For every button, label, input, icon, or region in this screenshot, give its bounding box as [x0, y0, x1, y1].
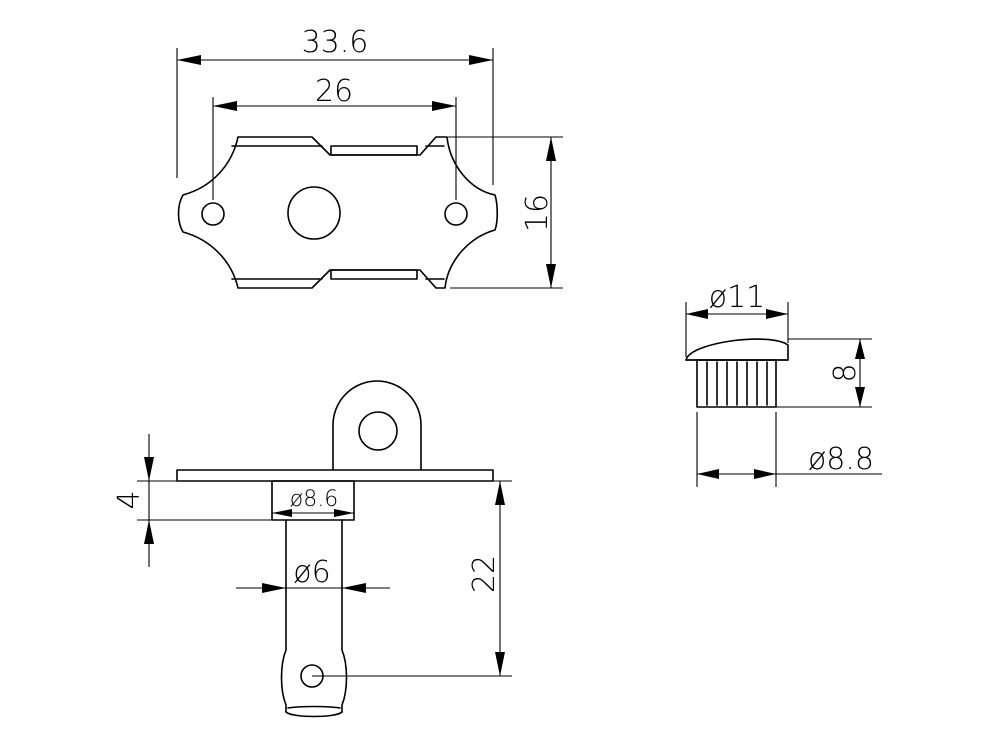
plate-center-hole: [287, 186, 341, 240]
side-view-button: [176, 380, 494, 718]
dim-body-diameter: ø8.8: [808, 442, 874, 477]
shaft-tip: [285, 711, 343, 718]
dim-knob-height: 8: [828, 363, 863, 382]
plate-top-strip: [330, 145, 418, 156]
dim-shaft-length: 22: [467, 555, 502, 593]
collar: [271, 480, 355, 521]
plate-bottom-strip: [330, 269, 418, 280]
knob-head: [685, 338, 789, 361]
dim-flange-thickness: 4: [112, 490, 147, 509]
top-view-plate: [177, 136, 499, 289]
knob-view: [685, 338, 789, 408]
top-view-dimensions: 33.6 26 16: [176, 25, 563, 289]
dim-collar-diameter: ø8.6: [290, 487, 338, 512]
plate-outline: [177, 136, 499, 289]
ear-outline: [332, 380, 422, 471]
knob-dimensions: ø11 8 ø8.8: [685, 280, 882, 487]
plate-right-hole: [444, 202, 468, 226]
knob-body: [696, 359, 777, 408]
dim-head-diameter: ø11: [709, 280, 766, 315]
flange: [176, 469, 494, 482]
plate-left-hole: [201, 202, 225, 226]
shaft: [280, 519, 348, 713]
side-view-dimensions: 4 ø8.6 ø6 22: [112, 434, 512, 677]
dim-hole-spacing: 26: [315, 74, 353, 109]
dim-plate-height: 16: [520, 194, 555, 232]
dim-overall-width: 33.6: [302, 25, 369, 60]
ear-hole: [358, 411, 398, 451]
dim-shaft-diameter: ø6: [293, 555, 330, 590]
